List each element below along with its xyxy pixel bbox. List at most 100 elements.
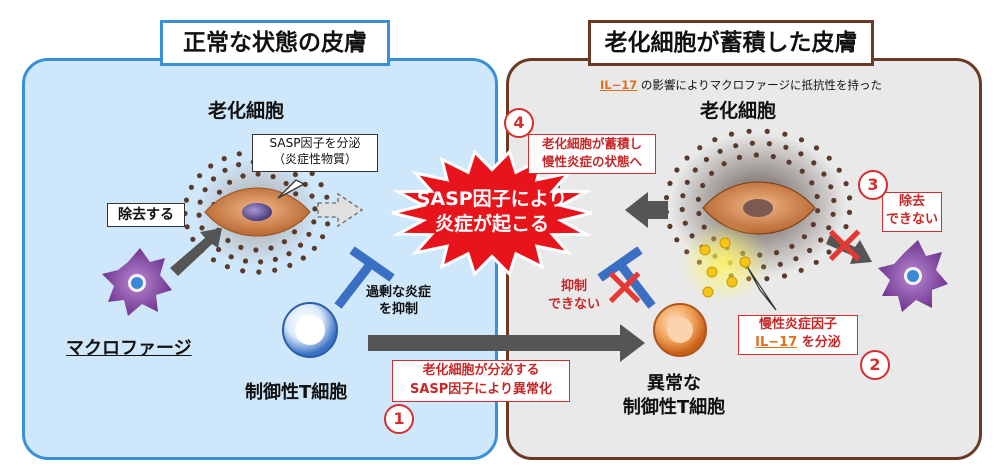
sasp-dot bbox=[809, 180, 815, 186]
right-inhibition-bar bbox=[597, 246, 656, 309]
sasp-dot bbox=[674, 237, 680, 243]
il17-note-text: の影響によりマクロファージに抵抗性を持った bbox=[637, 78, 882, 92]
sasp-dot bbox=[238, 244, 244, 250]
sasp-dot bbox=[789, 243, 795, 249]
remove-label-box: 除去する bbox=[107, 203, 185, 227]
burst-line1: SASP因子により bbox=[416, 188, 568, 210]
sasp-dot bbox=[815, 208, 821, 214]
sasp-dot bbox=[811, 160, 817, 166]
sasp-dot bbox=[283, 180, 289, 187]
right-macrophage bbox=[878, 240, 948, 312]
sasp-dot bbox=[843, 181, 849, 187]
sasp-dot bbox=[309, 193, 315, 199]
sasp-secrete-callout: SASP因子を分泌 （炎症性物質） bbox=[252, 134, 378, 172]
abnormal-treg-cell bbox=[653, 303, 707, 357]
sasp-dot bbox=[302, 181, 308, 187]
sasp-dot bbox=[311, 219, 317, 225]
sasp-dot bbox=[700, 182, 706, 189]
sasp-dot bbox=[680, 193, 686, 199]
sasp-dot bbox=[667, 180, 673, 186]
il17-resistance-note: IL−17 の影響によりマクロファージに抵抗性を持った bbox=[600, 77, 882, 93]
sasp-dot bbox=[287, 262, 293, 268]
sasp-dot bbox=[847, 195, 853, 201]
sasp-dot bbox=[828, 184, 834, 190]
chronic-factor-rest: を分泌 bbox=[797, 335, 841, 350]
sasp-dot bbox=[216, 189, 223, 195]
sasp-dot bbox=[225, 237, 231, 244]
sasp-dot bbox=[272, 256, 278, 262]
sasp-dot bbox=[684, 155, 690, 161]
left-treg-cell bbox=[282, 302, 338, 358]
sasp-dot bbox=[746, 128, 752, 134]
cannot-suppress-line2: できない bbox=[548, 297, 601, 312]
sasp-dot bbox=[221, 156, 227, 162]
sasp-dot bbox=[697, 145, 703, 151]
sasp-dot bbox=[258, 259, 264, 265]
sasp-dot bbox=[810, 221, 816, 228]
sasp-dot bbox=[712, 137, 718, 143]
sasp-dot bbox=[240, 268, 246, 274]
right-senescent-label: 老化細胞 bbox=[700, 100, 777, 122]
sasp-dot bbox=[286, 251, 292, 257]
sasp-dot bbox=[190, 236, 196, 242]
sasp-dot bbox=[770, 154, 776, 160]
abnormal-callout: 老化細胞が分泌する SASP因子により異常化 bbox=[392, 360, 570, 402]
burst-text: SASP因子により 炎症が起こる bbox=[402, 187, 582, 237]
sasp-dot bbox=[753, 152, 759, 158]
sasp-dot bbox=[293, 191, 299, 197]
sasp-secrete-line2: （炎症性物質） bbox=[272, 152, 357, 166]
suppress-line2: を抑制 bbox=[379, 302, 419, 317]
sasp-dot bbox=[300, 255, 306, 261]
sasp-dot bbox=[814, 193, 820, 200]
sasp-dot bbox=[184, 224, 190, 230]
sasp-dot bbox=[801, 234, 808, 240]
sasp-dot bbox=[766, 141, 773, 147]
sasp-dot bbox=[256, 269, 262, 275]
abnormal-treg-line1: 異常な bbox=[647, 373, 701, 394]
sasp-dot bbox=[826, 249, 832, 255]
sasp-dot bbox=[793, 256, 799, 262]
left-inhibition-bar bbox=[334, 246, 395, 309]
sasp-dot bbox=[197, 199, 203, 205]
sasp-dot bbox=[210, 176, 217, 182]
sasp-dot bbox=[268, 245, 274, 251]
accumulate-line1: 老化細胞が蓄積し bbox=[541, 136, 642, 151]
left-senescent-label: 老化細胞 bbox=[208, 100, 285, 122]
sasp-dot bbox=[228, 254, 234, 260]
abnormal-line2: SASP因子により異常化 bbox=[409, 382, 553, 397]
accumulate-line2: 慢性炎症の状態へ bbox=[541, 154, 642, 169]
il17-particles bbox=[680, 222, 770, 302]
sasp-dot bbox=[684, 179, 690, 185]
sasp-dot bbox=[777, 261, 783, 267]
sasp-dot bbox=[183, 197, 189, 203]
sasp-dot bbox=[208, 163, 214, 169]
step-number-4: 4 bbox=[504, 108, 534, 138]
sasp-dot bbox=[821, 171, 827, 177]
sasp-dot bbox=[728, 131, 735, 137]
cannot-suppress-line1: 抑制 bbox=[561, 279, 588, 294]
sasp-dot bbox=[242, 258, 249, 264]
suppress-label: 過剰な炎症 を抑制 bbox=[366, 284, 431, 318]
sasp-dot bbox=[227, 179, 233, 185]
sasp-dot bbox=[253, 247, 259, 253]
sasp-dot bbox=[709, 170, 715, 176]
step-number-1: 1 bbox=[384, 404, 414, 434]
sasp-dot bbox=[782, 131, 788, 137]
chronic-factor-keyword: IL−17 bbox=[755, 335, 798, 350]
sasp-dot bbox=[291, 229, 298, 235]
sasp-dot bbox=[736, 154, 743, 160]
sasp-dot bbox=[197, 173, 203, 179]
step-number-3: 3 bbox=[858, 170, 888, 200]
chronic-factor-callout: 慢性炎症因子 IL−17 を分泌 bbox=[738, 315, 858, 355]
sasp-dot bbox=[721, 161, 727, 167]
sasp-dot bbox=[224, 264, 230, 270]
sasp-dot bbox=[836, 167, 842, 173]
sasp-dot bbox=[733, 143, 739, 149]
x-mark-cannot-suppress: ✕ bbox=[602, 257, 648, 320]
sasp-dot bbox=[749, 140, 756, 146]
remove-label: 除去する bbox=[118, 207, 174, 223]
sasp-dot bbox=[222, 167, 228, 173]
sasp-dot bbox=[292, 171, 298, 178]
aged-skin-title: 老化細胞が蓄積した皮膚 bbox=[588, 20, 874, 66]
